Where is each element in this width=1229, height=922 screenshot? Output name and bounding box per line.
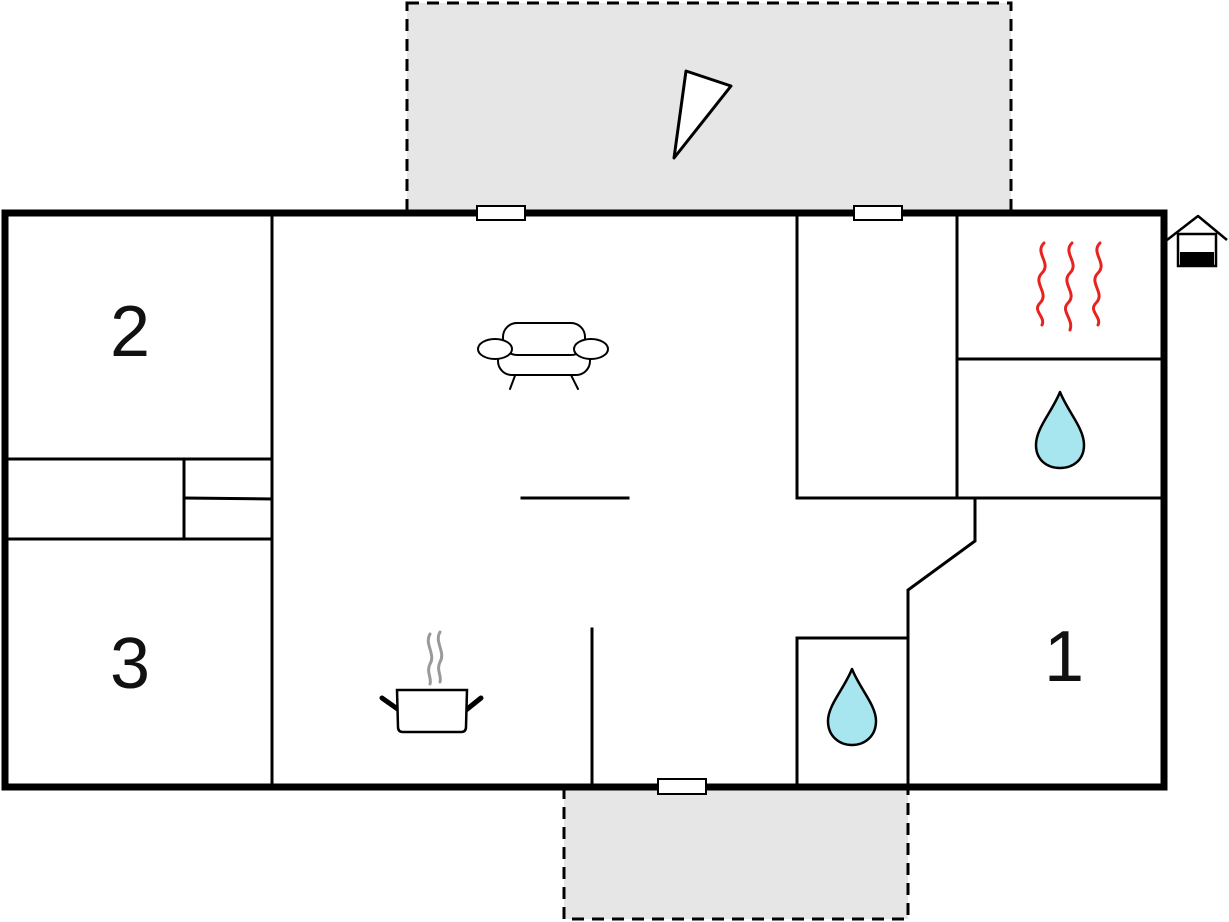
interior-walls <box>3 211 1166 789</box>
outer-walls <box>1 209 1168 791</box>
house-interior <box>5 213 1164 787</box>
bedroom-3-label: 3 <box>110 624 150 704</box>
cooking-pot-icon <box>379 630 484 734</box>
top-door-left <box>476 205 526 221</box>
water-drop-icon <box>826 667 878 747</box>
top-door-right <box>853 205 903 221</box>
sunshade-icon <box>672 69 733 160</box>
sofa-icon <box>477 322 609 390</box>
bottom-door <box>657 778 707 795</box>
bedroom-2-label: 2 <box>110 292 150 372</box>
house-icon <box>1166 214 1228 268</box>
bedroom-1-label: 1 <box>1044 617 1084 697</box>
water-drop-icon <box>1034 390 1086 470</box>
bottom-terrace <box>562 785 910 921</box>
heat-waves-icon <box>1036 241 1103 332</box>
